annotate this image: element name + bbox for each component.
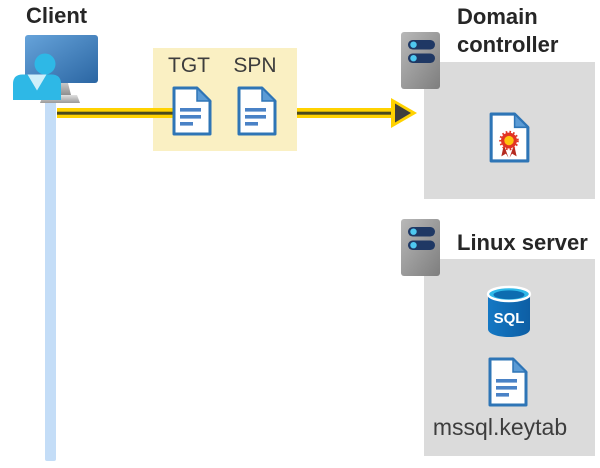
domain-controller-label: Domain controller <box>457 4 559 57</box>
server-icon <box>401 32 440 89</box>
client-timeline-bar <box>45 99 56 461</box>
client-label: Client <box>26 3 88 28</box>
sql-icon-label: SQL <box>494 310 525 327</box>
certificate-icon <box>489 112 530 163</box>
server-icon <box>401 219 440 276</box>
user-workstation-icon <box>13 35 98 103</box>
tgt-document-icon <box>172 86 212 136</box>
linux-server-label: Linux server <box>457 230 588 255</box>
sql-database-icon: SQL <box>486 285 532 337</box>
spn-document-icon <box>237 86 277 136</box>
spn-label: SPN <box>233 54 277 77</box>
right-arrow <box>57 98 417 128</box>
tgt-label: TGT <box>168 54 210 77</box>
keytab-file-label: mssql.keytab <box>432 414 568 440</box>
keytab-document-icon <box>488 357 528 407</box>
